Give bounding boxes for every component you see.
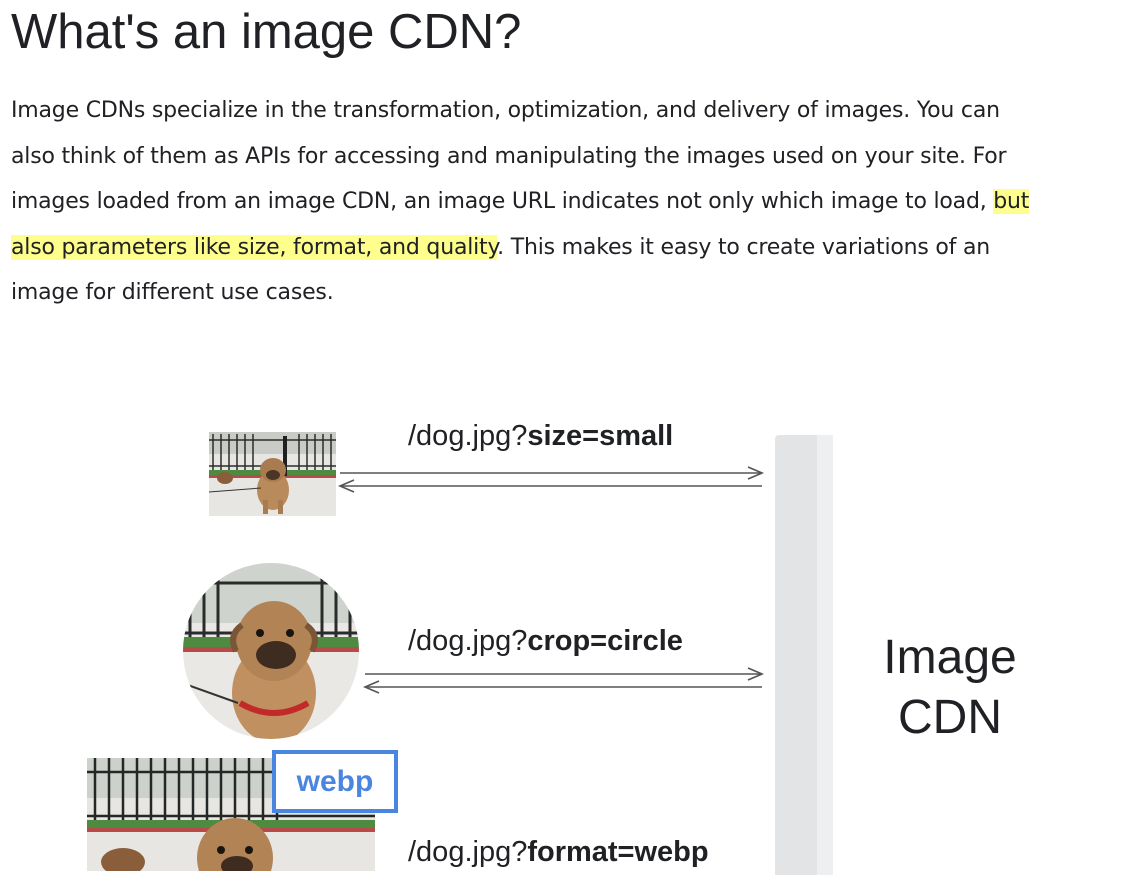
request-param: crop=circle (527, 625, 683, 657)
intro-text-start: Image CDNs specialize in the transformat… (11, 98, 1007, 214)
request-label-crop: /dog.jpg?crop=circle (408, 624, 683, 658)
webp-badge: webp (272, 750, 398, 813)
cdn-label-line2: CDN (898, 691, 1002, 744)
request-path: /dog.jpg? (408, 625, 528, 657)
page-title: What's an image CDN? (11, 5, 522, 59)
request-label-size: /dog.jpg?size=small (408, 419, 673, 453)
cdn-label: Image CDN (850, 628, 1050, 748)
request-label-format: /dog.jpg?format=webp (408, 835, 709, 869)
arrow-head-left-icon (337, 479, 355, 493)
arrow-head-right-icon (747, 466, 765, 480)
request-param: size=small (527, 420, 674, 452)
request-path: /dog.jpg? (408, 420, 528, 452)
intro-text-end: . This makes it easy to create variation… (11, 234, 991, 306)
dog-photo-small-icon (209, 432, 336, 516)
cdn-label-line1: Image (883, 631, 1017, 684)
arrow-head-left-icon (362, 680, 380, 694)
cdn-server-bar (775, 435, 833, 875)
request-path: /dog.jpg? (408, 836, 528, 868)
dog-photo-circle-icon (183, 563, 359, 739)
intro-paragraph: Image CDNs specialize in the transformat… (11, 88, 1041, 316)
arrow-head-right-icon (747, 667, 765, 681)
request-param: format=webp (527, 836, 709, 868)
